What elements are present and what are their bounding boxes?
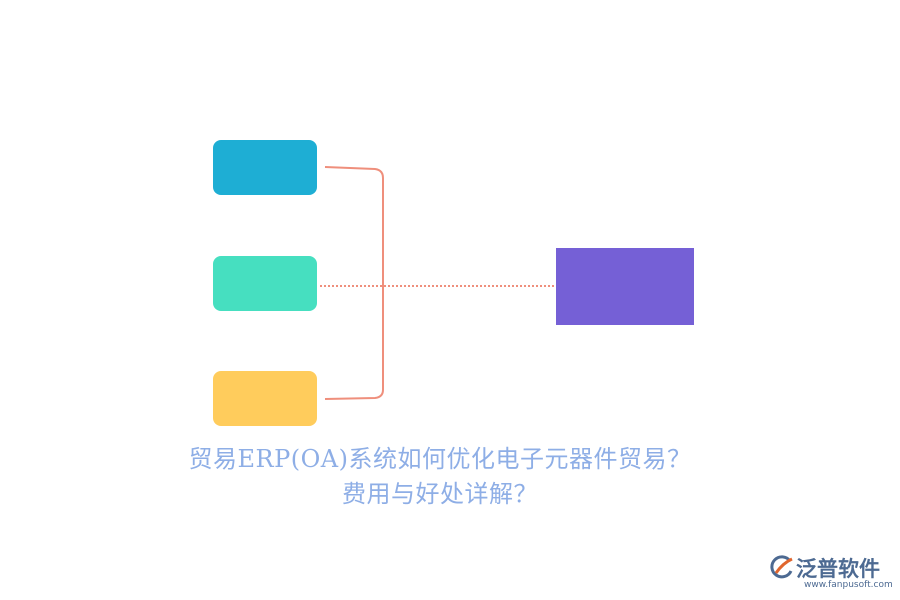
logo-arc-icon xyxy=(770,555,793,579)
bracket-connector xyxy=(324,166,384,400)
diagram-node-yellow xyxy=(213,371,317,426)
diagram-node-teal xyxy=(213,256,317,311)
diagram-title: 贸易ERP(OA)系统如何优化电子元器件贸易？ 费用与好处详解？ xyxy=(0,442,880,512)
logo-mark-icon xyxy=(770,555,793,579)
title-line-1: 贸易ERP(OA)系统如何优化电子元器件贸易？ xyxy=(188,445,692,473)
title-line-2: 费用与好处详解？ xyxy=(342,480,538,508)
logo-swoosh-icon xyxy=(774,557,793,574)
fanpu-logo: 泛普软件 www.fanpusoft.com xyxy=(766,553,894,593)
logo-name: 泛普软件 xyxy=(796,557,880,581)
logo-url: www.fanpusoft.com xyxy=(804,580,893,590)
diagram-target-box xyxy=(556,248,694,325)
diagram-node-blue xyxy=(213,140,317,195)
